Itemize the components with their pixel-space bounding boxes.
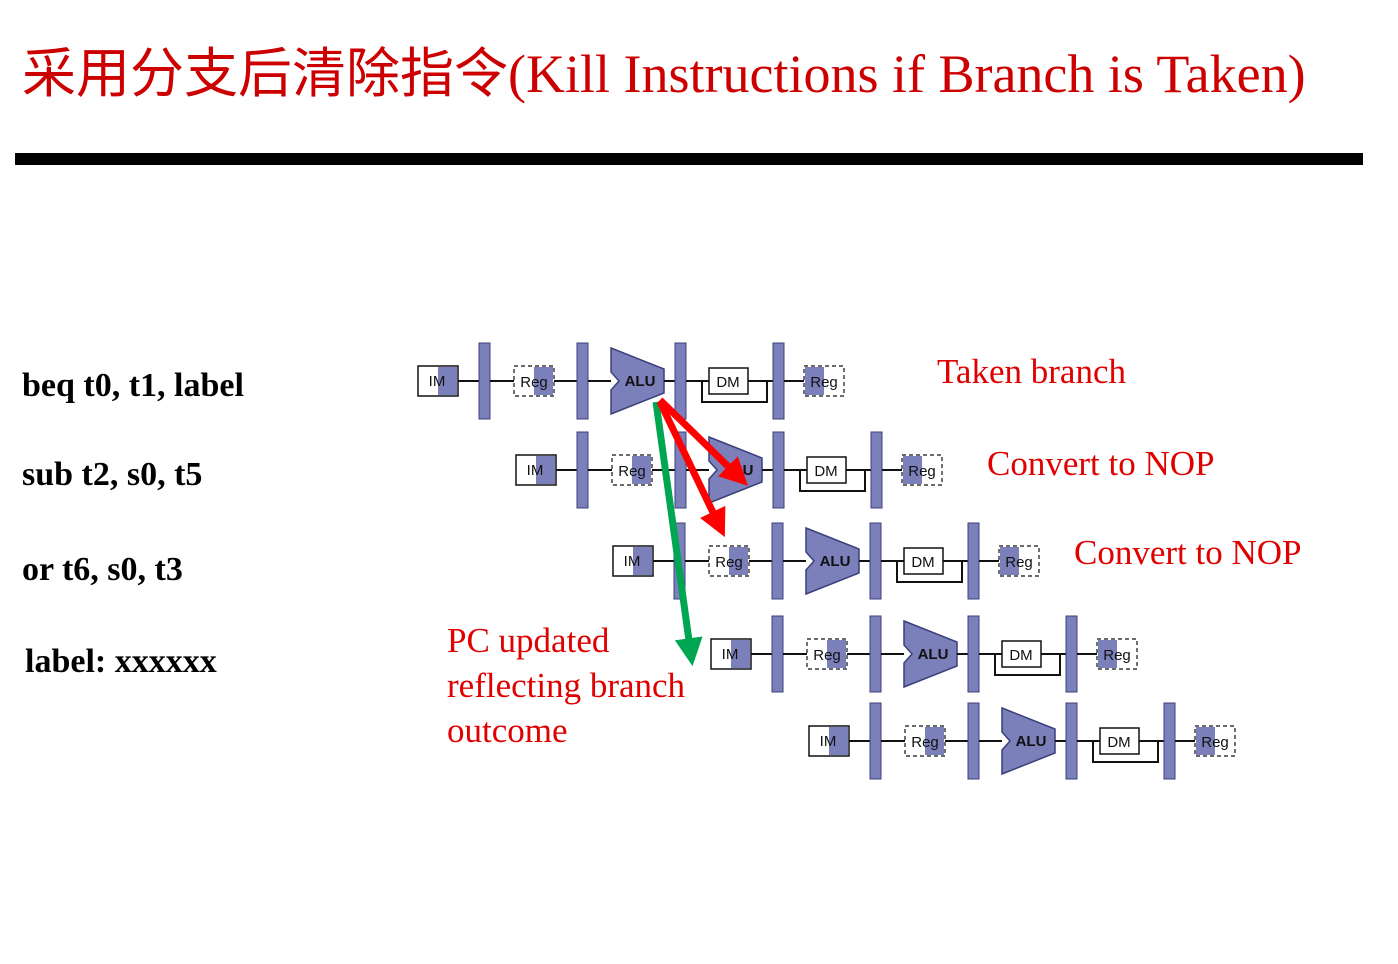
pipeline-register-mem-wb [1065, 615, 1078, 693]
alu-block [1001, 706, 1056, 776]
pc-note-line-1: PC updated [447, 621, 610, 660]
pipeline-register-mem-wb [772, 342, 785, 420]
pipeline-register-ex-mem [772, 431, 785, 509]
pipeline-register-ex-mem [674, 342, 687, 420]
alu-block [610, 346, 665, 416]
reg-read-label: Reg [911, 734, 939, 751]
dm-label: DM [911, 554, 934, 571]
instruction-sub: sub t2, s0, t5 [22, 456, 203, 493]
red-arrow-kill-reg [656, 400, 726, 538]
convert-to-nop-note-1: Convert to NOP [987, 444, 1215, 483]
pipeline-register-id-ex [576, 342, 589, 420]
reg-read-label: Reg [618, 463, 646, 480]
dm-label: DM [1009, 647, 1032, 664]
reg-read-label: Reg [715, 554, 743, 571]
instruction-beq: beq t0, t1, label [22, 367, 244, 404]
pc-note-line-2: reflecting branch [447, 666, 686, 705]
pipeline-register-if-id [576, 431, 589, 509]
dm-block [806, 456, 847, 484]
reg-read-label: Reg [813, 647, 841, 664]
pipeline-row-3: IM Reg ALU DM Reg [612, 522, 1040, 600]
pipeline-register-if-id [869, 702, 882, 780]
pipeline-register-id-ex [771, 522, 784, 600]
slide-title: 采用分支后清除指令(Kill Instructions if Branch is… [22, 44, 1306, 104]
dm-label: DM [1107, 734, 1130, 751]
pipeline-row-5: IM Reg ALU DM Reg [808, 702, 1236, 780]
pc-note-line-3: outcome [447, 711, 568, 750]
reg-write-label: Reg [1201, 734, 1229, 751]
alu-label: ALU [625, 373, 656, 390]
pipeline-register-ex-mem [967, 615, 980, 693]
reg-write-label: Reg [908, 463, 936, 480]
title-divider [15, 153, 1363, 165]
pipeline-register-mem-wb [870, 431, 883, 509]
pipeline-register-mem-wb [1163, 702, 1176, 780]
alu-label: ALU [1016, 733, 1047, 750]
dm-block [1099, 727, 1140, 755]
green-arrow-pc-update [652, 401, 703, 667]
pipeline-register-if-id [478, 342, 491, 420]
dm-label: DM [814, 463, 837, 480]
reg-write-label: Reg [1103, 647, 1131, 664]
alu-block [903, 619, 958, 689]
im-label: IM [624, 553, 641, 570]
im-label: IM [820, 733, 837, 750]
dm-label: DM [716, 374, 739, 391]
pipeline-register-id-ex [869, 615, 882, 693]
pipeline-register-ex-mem [1065, 702, 1078, 780]
taken-branch-note: Taken branch [937, 352, 1126, 391]
convert-to-nop-note-2: Convert to NOP [1074, 533, 1302, 572]
pipeline-register-id-ex [967, 702, 980, 780]
im-label: IM [722, 646, 739, 663]
reg-write-label: Reg [1005, 554, 1033, 571]
instruction-or: or t6, s0, t3 [22, 551, 183, 588]
pipeline-row-4: IM Reg ALU DM Reg [710, 615, 1138, 693]
alu-block [805, 526, 860, 596]
pipeline-register-mem-wb [967, 522, 980, 600]
pipeline-row-1: IM Reg ALU DM Reg [417, 342, 845, 420]
alu-label: ALU [820, 553, 851, 570]
reg-write-label: Reg [810, 374, 838, 391]
dm-block [1001, 640, 1042, 668]
reg-read-label: Reg [520, 374, 548, 391]
im-label: IM [527, 462, 544, 479]
instruction-label: label: xxxxxx [25, 643, 217, 680]
pc-updated-note: PC updated reflecting branch outcome [447, 618, 685, 753]
alu-label: ALU [918, 646, 949, 663]
pipeline-register-if-id [771, 615, 784, 693]
red-arrow-kill-alu [657, 397, 749, 486]
im-label: IM [429, 373, 446, 390]
pipeline-register-ex-mem [869, 522, 882, 600]
